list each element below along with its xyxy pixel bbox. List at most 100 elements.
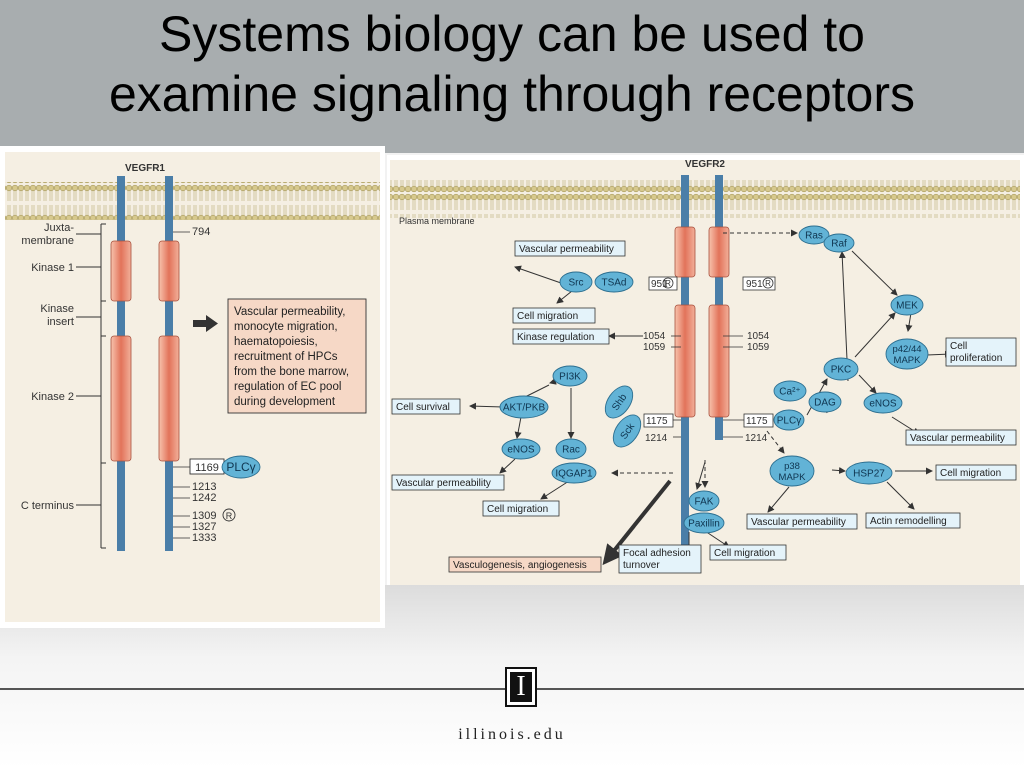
site-1169: 1169 [195,462,219,474]
node-hsp27: HSP27 [845,461,893,485]
node-ras: Ras [798,225,830,245]
node-tsad-label: TSAd [601,278,626,289]
node-rac-label: Rac [562,445,580,456]
vegfr1-bracket [76,223,106,549]
title-line-1: Systems biology can be used to [159,6,865,62]
title-line-2: examine signaling through receptors [108,66,916,122]
node-p42-label-2: MAPK [894,355,922,366]
site-1309: 1309 [192,510,216,522]
site-794: 794 [192,226,210,238]
node-fak: FAK [688,490,720,512]
node-paxillin: Paxillin [683,512,725,534]
illinois-logo-letter: I [510,672,532,702]
domain-kinase-insert-2: insert [47,316,74,328]
node-ca: Ca²⁺ [773,380,807,402]
box-vp-bottom: Vascular permeability [746,513,858,530]
node-p42-label-1: p42/44 [892,344,921,355]
node-mek-label: MEK [896,301,918,312]
node-dag-label: DAG [814,398,836,409]
vegfr2-panel: VEGFR2 Plasma membrane 951 951 1054 1059… [387,155,1024,585]
box-focal-label-1: Focal adhesion [623,548,691,559]
site-ticks [671,335,744,438]
domain-juxta-2: membrane [21,235,74,247]
box-cm-bottom: Cell migration [709,544,787,561]
plcg-node [221,455,261,479]
vegfr1-effects-text: Vascular permeability, monocyte migratio… [234,306,349,408]
site-1213: 1213 [192,481,216,493]
domain-c-terminus: C terminus [21,500,75,512]
vegfr1-label: VEGFR1 [125,163,165,174]
site-1059-left: 1059 [643,342,666,353]
vegfr1-receptor-right [158,176,180,551]
node-rac: Rac [555,438,587,460]
site-951-left: 951 [651,279,668,290]
box-vp-right-label: Vascular permeability [910,433,1005,444]
node-enos_right-label: eNOS [869,399,897,410]
node-raf-label: Raf [831,239,847,250]
site-951-right: 951 [746,279,763,290]
node-paxillin-label: Paxillin [688,519,720,530]
node-iqgap1-label: IQGAP1 [555,469,593,480]
node-akt: AKT/PKB [499,395,549,419]
box-vp-top-label: Vascular permeability [519,244,614,255]
svg-text:R: R [226,511,233,521]
vegfr2-membrane [390,180,1020,218]
node-pi3k: PI3K [552,365,588,387]
plcg-label: PLCγ [226,460,255,474]
site-1175-right: 1175 [746,416,768,427]
effect-line-1: Vascular permeability, [234,306,345,318]
box-focal-label-2: turnover [623,560,660,571]
node-mek: MEK [890,294,924,316]
domain-juxta-1: Juxta- [44,222,74,234]
vegfr1-diagram: VEGFR1 Juxta- membrane Kinase 1 Kinase i… [5,152,380,622]
node-iqgap1: IQGAP1 [551,462,597,484]
box-kinase-reg: Kinase regulation [512,328,610,345]
node-pkc-label: PKC [831,365,852,376]
plasma-membrane-label: Plasma membrane [399,216,475,226]
arrow-right-icon [193,315,218,332]
box-vp-top: Vascular permeability [514,240,626,257]
vegfr1-domain-labels: Juxta- membrane Kinase 1 Kinase insert K… [21,222,75,512]
node-sck: Sck [612,414,642,448]
box-cm-bottom-label: Cell migration [714,548,775,559]
box-cm-right: Cell migration [935,464,1017,481]
effect-line-3: haematopoiesis, [234,336,318,348]
plasma-membrane [5,182,380,220]
site-1214-right: 1214 [745,433,768,444]
phospho-r-icon-951-left: R [662,277,674,289]
vegfr1-receptor-left [110,176,132,551]
vegfr1-panel: VEGFR1 Juxta- membrane Kinase 1 Kinase i… [0,146,385,628]
node-dag: DAG [808,391,842,413]
box-actin: Actin remodelling [865,512,961,529]
box-vp-left-label: Vascular permeability [396,478,491,489]
site-1327: 1327 [192,521,216,533]
node-p38-label-2: MAPK [779,472,807,483]
node-ca-label: Ca²⁺ [779,387,800,398]
effect-line-2: monocyte migration, [234,321,338,333]
slide-title: Systems biology can be used to examine s… [0,0,1024,124]
domain-kinase-insert-1: Kinase [40,303,74,315]
box-vasculo-label: Vasculogenesis, angiogenesis [453,560,587,571]
vegfr2-label: VEGFR2 [685,159,725,170]
domain-kinase-1: Kinase 1 [31,262,74,274]
title-bar: Systems biology can be used to examine s… [0,0,1024,153]
site-1059-right: 1059 [747,342,770,353]
site-1242: 1242 [192,492,216,504]
box-cp-label-2: proliferation [950,353,1002,364]
box-kinase-reg-label: Kinase regulation [517,332,594,343]
site-1054-left: 1054 [643,331,666,342]
vegfr2-arrows [469,234,952,566]
node-enos_right: eNOS [863,392,903,414]
node-p38-label-1: p38 [784,461,800,472]
box-cp-label-1: Cell [950,341,967,352]
box-cell-survival: Cell survival [391,398,461,415]
domain-kinase-2: Kinase 2 [31,391,74,403]
svg-text:R: R [765,279,771,288]
box-vasculo: Vasculogenesis, angiogenesis [448,556,602,573]
vegfr2-dashed-arrows [611,229,798,488]
effect-line-5: from the bone marrow, [234,366,349,378]
site-url: illinois.edu [458,726,566,743]
